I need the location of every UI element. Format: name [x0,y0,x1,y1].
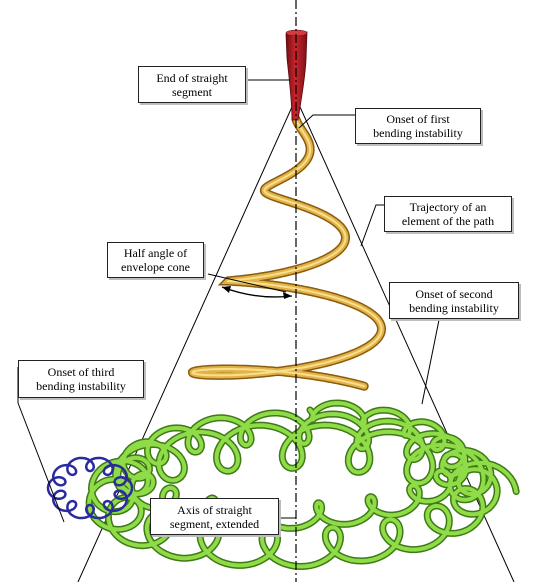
callout-trajectory: Trajectory of an element of the path [384,196,512,232]
leader-trajectory [361,205,384,246]
callout-onset-second-bending-line2: bending instability [394,301,514,315]
callout-end-of-straight-segment: End of straight segment [138,66,246,103]
leader-third-bending-diag [18,403,64,522]
callout-onset-third-bending-line2: bending instability [23,379,139,393]
callout-end-of-straight-segment-line1: End of straight [143,71,241,85]
callout-half-angle-line2: envelope cone [112,260,199,274]
callout-trajectory-line2: element of the path [389,214,507,228]
callout-onset-first-bending-line2: bending instability [360,126,476,140]
callout-axis-extended-line2: segment, extended [155,517,274,531]
callout-axis-extended: Axis of straight segment, extended [150,498,279,535]
callout-end-of-straight-segment-line2: segment [143,85,241,99]
callout-half-angle: Half angle of envelope cone [107,242,204,278]
callout-axis-extended-line1: Axis of straight [155,503,274,517]
leader-second-bending [422,315,440,404]
second-bending-coil [89,403,516,567]
half-angle-arrowhead-left [222,286,231,293]
callout-onset-third-bending: Onset of third bending instability [18,360,144,398]
callout-trajectory-line1: Trajectory of an [389,200,507,214]
half-angle-arrowhead-right [283,292,292,299]
callout-onset-second-bending: Onset of second bending instability [389,282,519,319]
callout-onset-second-bending-line1: Onset of second [394,287,514,301]
callout-half-angle-line1: Half angle of [112,246,199,260]
callout-onset-first-bending-line1: Onset of first [360,112,476,126]
first-bending-helix [193,119,382,386]
leader-lines [18,80,440,522]
callout-onset-first-bending: Onset of first bending instability [355,108,481,144]
callout-onset-third-bending-line1: Onset of third [23,365,139,379]
leader-first-bending [299,115,355,128]
